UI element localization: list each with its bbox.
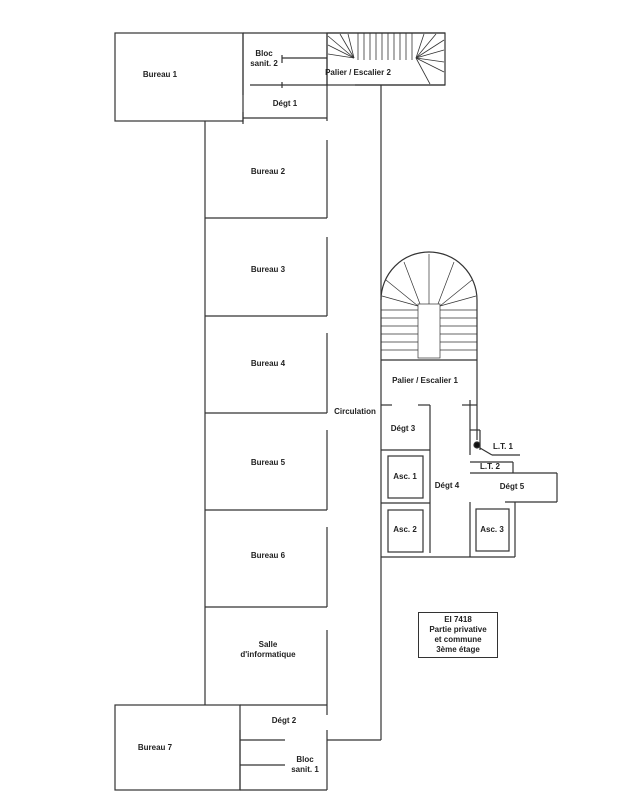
room-lt-2: L.T. 2 bbox=[479, 462, 501, 471]
bureau-1-walls bbox=[114, 32, 244, 122]
room-degt-1: Dégt 1 bbox=[272, 99, 298, 108]
room-asc-3: Asc. 3 bbox=[480, 525, 504, 534]
room-palier-escalier-1: Palier / Escalier 1 bbox=[392, 376, 458, 385]
room-degt-2: Dégt 2 bbox=[271, 716, 297, 725]
legend-line-2: Partie privative bbox=[429, 625, 487, 634]
legend-line-3: et commune bbox=[434, 635, 482, 644]
room-bureau-1: Bureau 1 bbox=[142, 70, 178, 79]
room-bureau-5: Bureau 5 bbox=[250, 458, 286, 467]
room-lt-1: L.T. 1 bbox=[492, 442, 514, 451]
room-degt-4: Dégt 4 bbox=[434, 481, 460, 490]
legend-line-1: EI 7418 bbox=[444, 615, 472, 624]
room-bureau-4: Bureau 4 bbox=[250, 359, 286, 368]
room-asc-2: Asc. 2 bbox=[393, 525, 417, 534]
room-bloc-sanit-2: Bloc sanit. 2 bbox=[250, 49, 278, 68]
room-bureau-2: Bureau 2 bbox=[250, 167, 286, 176]
room-degt-5: Dégt 5 bbox=[499, 482, 525, 491]
plan-legend: EI 7418 Partie privative et commune 3ème… bbox=[418, 612, 498, 658]
room-bureau-6: Bureau 6 bbox=[250, 551, 286, 560]
room-circulation: Circulation bbox=[334, 407, 376, 416]
room-asc-1: Asc. 1 bbox=[393, 472, 417, 481]
room-bureau-7: Bureau 7 bbox=[137, 743, 173, 752]
room-bloc-sanit-1: Bloc sanit. 1 bbox=[291, 755, 319, 774]
legend-line-4: 3ème étage bbox=[436, 645, 480, 654]
room-degt-3: Dégt 3 bbox=[390, 424, 416, 433]
room-bureau-3: Bureau 3 bbox=[250, 265, 286, 274]
room-palier-escalier-2: Palier / Escalier 2 bbox=[325, 68, 391, 77]
room-salle-informatique: Salle d'informatique bbox=[240, 640, 296, 659]
